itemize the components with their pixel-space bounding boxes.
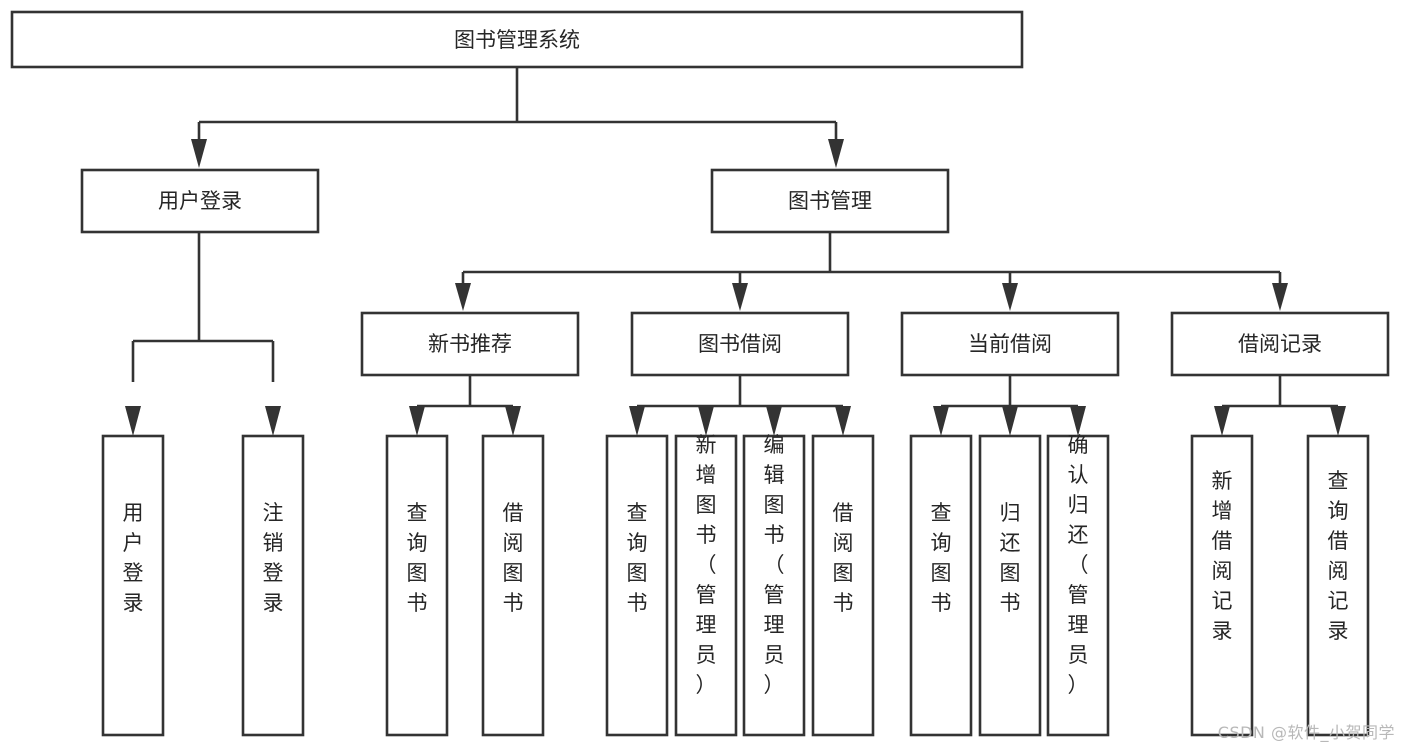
leaf-bookborrow-add-book-label: 新增图书（管理员）	[696, 433, 717, 697]
leaf-currentborrow-return-book-label: 归还图书	[1000, 501, 1021, 615]
node-new-book-recommend-label: 新书推荐	[428, 332, 512, 356]
leaf-user-login-logout[interactable]: 注销登录	[241, 434, 305, 737]
arrow-head-icon	[828, 139, 844, 168]
connector-userlogin-to-leaves	[125, 232, 281, 436]
arrow-head-icon	[766, 406, 782, 436]
node-user-login[interactable]: 用户登录	[80, 168, 320, 234]
arrow-head-icon	[1070, 406, 1086, 436]
leaf-currentborrow-confirm-return[interactable]: 确认归还（管理员）	[1046, 433, 1110, 737]
connector-root-to-level1	[191, 67, 844, 168]
leaf-currentborrow-query-book[interactable]: 查询图书	[909, 434, 973, 737]
arrow-head-icon	[1272, 283, 1288, 311]
leaf-bookborrow-query-book[interactable]: 查询图书	[605, 434, 669, 737]
node-current-borrow-label: 当前借阅	[968, 332, 1052, 356]
arrow-head-icon	[732, 283, 748, 311]
node-borrow-record-label: 借阅记录	[1238, 332, 1322, 356]
leaf-user-login-login-label: 用户登录	[123, 501, 144, 615]
leaf-bookborrow-borrow-book-label: 借阅图书	[833, 501, 854, 615]
arrow-head-icon	[698, 406, 714, 436]
leaf-currentborrow-confirm-return-label: 确认归还（管理员）	[1068, 433, 1089, 697]
node-new-book-recommend[interactable]: 新书推荐	[360, 311, 580, 377]
arrow-head-icon	[505, 406, 521, 436]
arrow-head-icon	[125, 406, 141, 436]
arrow-head-icon	[1002, 406, 1018, 436]
leaf-borrowrecord-query-record[interactable]: 查询借阅记录	[1306, 434, 1370, 737]
node-borrow-record[interactable]: 借阅记录	[1170, 311, 1390, 377]
node-root-label: 图书管理系统	[454, 28, 580, 52]
connector-bookmgmt-to-level2	[455, 232, 1288, 311]
leaf-user-login-logout-label: 注销登录	[263, 501, 284, 615]
arrow-head-icon	[455, 283, 471, 311]
leaf-newbook-query-book[interactable]: 查询图书	[385, 434, 449, 737]
leaf-bookborrow-edit-book[interactable]: 编辑图书（管理员）	[742, 433, 806, 737]
leaf-currentborrow-query-book-label: 查询图书	[931, 501, 952, 615]
connector-currentborrow-to-leaves	[933, 375, 1086, 436]
arrow-head-icon	[629, 406, 645, 436]
connector-newbook-to-leaves	[409, 375, 521, 436]
leaf-borrowrecord-query-record-label: 查询借阅记录	[1328, 469, 1349, 643]
connector-borrowrecord-to-leaves	[1214, 375, 1346, 436]
node-book-borrow[interactable]: 图书借阅	[630, 311, 850, 377]
connector-bookborrow-to-leaves	[629, 375, 851, 436]
arrow-head-icon	[1330, 406, 1346, 436]
leaf-bookborrow-borrow-book[interactable]: 借阅图书	[811, 434, 875, 737]
leaf-user-login-login[interactable]: 用户登录	[101, 434, 165, 737]
leaf-newbook-borrow-book-label: 借阅图书	[503, 501, 524, 615]
arrow-head-icon	[835, 406, 851, 436]
arrow-head-icon	[1002, 283, 1018, 311]
leaf-newbook-query-book-label: 查询图书	[407, 501, 428, 615]
node-book-management[interactable]: 图书管理	[710, 168, 950, 234]
leaf-borrowrecord-add-record[interactable]: 新增借阅记录	[1190, 434, 1254, 737]
leaf-bookborrow-add-book[interactable]: 新增图书（管理员）	[674, 433, 738, 737]
leaf-newbook-borrow-book[interactable]: 借阅图书	[481, 434, 545, 737]
arrow-head-icon	[933, 406, 949, 436]
arrow-head-icon	[409, 406, 425, 436]
leaf-bookborrow-query-book-label: 查询图书	[627, 501, 648, 615]
arrow-head-icon	[1214, 406, 1230, 436]
node-book-management-label: 图书管理	[788, 189, 872, 213]
leaf-currentborrow-return-book[interactable]: 归还图书	[978, 434, 1042, 737]
leaf-bookborrow-edit-book-label: 编辑图书（管理员）	[764, 433, 785, 697]
node-root-system[interactable]: 图书管理系统	[10, 10, 1024, 69]
leaf-borrowrecord-add-record-label: 新增借阅记录	[1212, 469, 1233, 643]
arrow-head-icon	[265, 406, 281, 436]
node-user-login-label: 用户登录	[158, 189, 242, 213]
node-current-borrow[interactable]: 当前借阅	[900, 311, 1120, 377]
arrow-head-icon	[191, 139, 207, 168]
node-book-borrow-label: 图书借阅	[698, 332, 782, 356]
csdn-watermark: CSDN @软件_小贺同学	[1217, 723, 1395, 742]
